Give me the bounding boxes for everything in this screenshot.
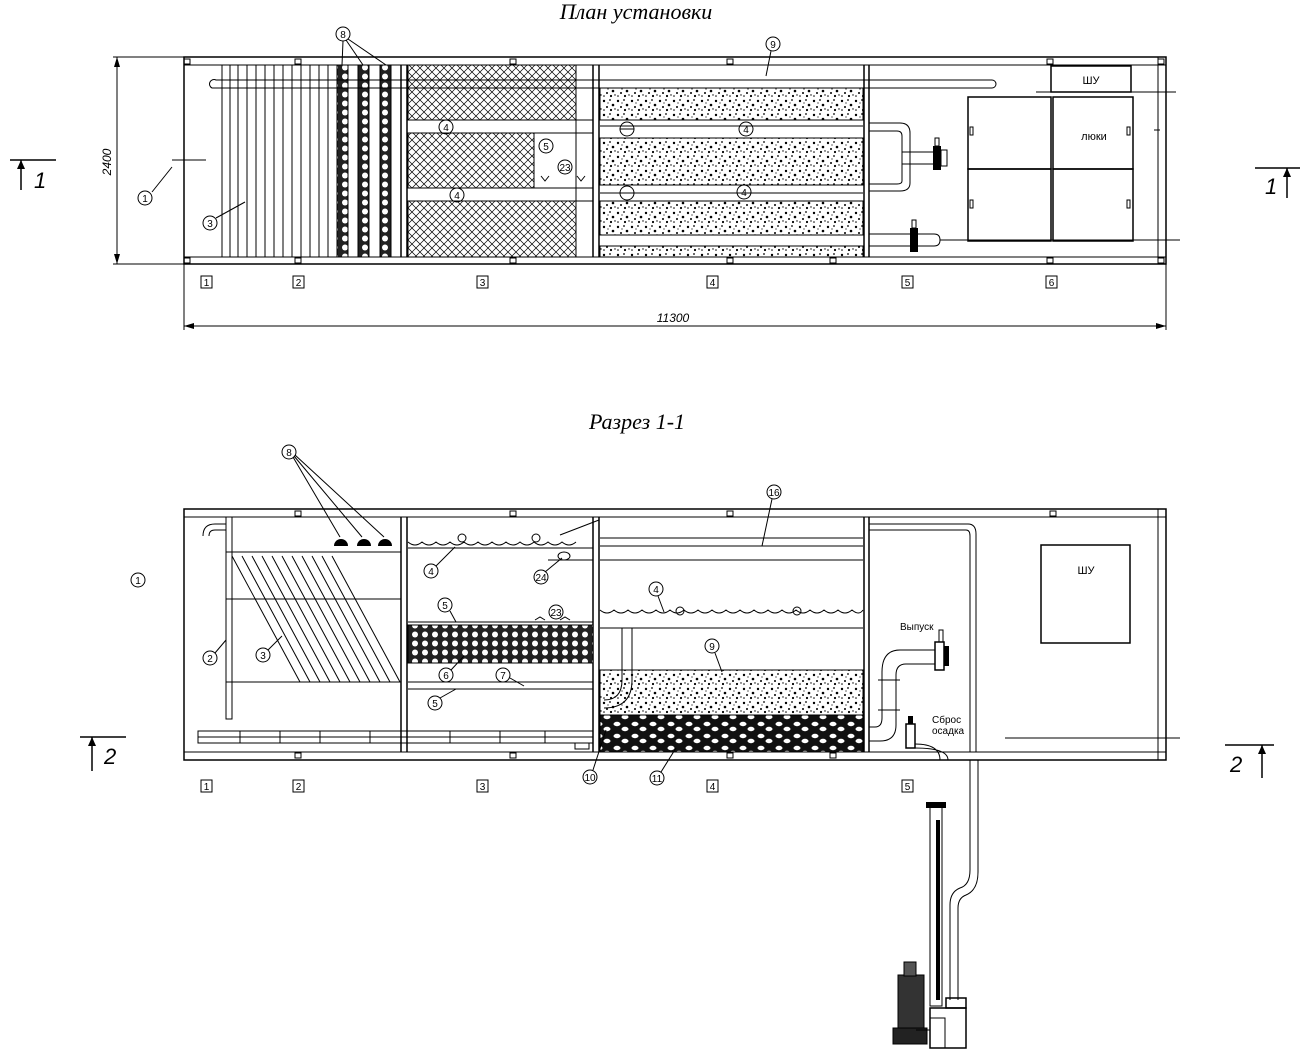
section-callout-2: 2 bbox=[207, 654, 213, 665]
plan-callout-4b: 4 bbox=[454, 191, 460, 202]
section-view bbox=[183, 508, 1180, 1049]
plan-zone-1: 1 bbox=[204, 278, 210, 289]
sludge-label-2: осадка bbox=[932, 726, 965, 737]
section-callout-4a: 4 bbox=[428, 567, 434, 578]
filter-cartridges bbox=[336, 64, 392, 258]
section-mark-1-left-label: 1 bbox=[34, 168, 46, 193]
section-callouts: 1 2 3 8 4 24 5 23 6 7 5 4 bbox=[130, 444, 782, 786]
width-dimension: 2400 bbox=[100, 148, 114, 176]
section-zone-3: 3 bbox=[480, 782, 486, 793]
section-zone-4: 4 bbox=[710, 782, 716, 793]
frame-blocks bbox=[183, 58, 1165, 264]
section-callout-5b: 5 bbox=[432, 699, 438, 710]
section-mark-1-right-label: 1 bbox=[1265, 174, 1277, 199]
section-callout-6: 6 bbox=[443, 671, 449, 682]
plan-callouts: 1 3 8 4 4 5 23 4 4 9 bbox=[137, 26, 781, 231]
section-callout-5a: 5 bbox=[442, 601, 448, 612]
section-mark-2-left-label: 2 bbox=[103, 744, 116, 769]
plan-callout-3: 3 bbox=[207, 219, 213, 230]
section-mark-2-right: 2 bbox=[1225, 744, 1274, 778]
section-mark-1-left: 1 bbox=[10, 159, 56, 193]
length-dimension: 11300 bbox=[657, 311, 690, 325]
sludge-label-1: Сброс bbox=[932, 714, 961, 726]
plan-view: ШУ люки 2400 11300 bbox=[100, 56, 1180, 330]
plan-callout-4c: 4 bbox=[743, 125, 749, 136]
section-title: Разрез 1-1 bbox=[588, 409, 685, 434]
plan-callout-4a: 4 bbox=[443, 123, 449, 134]
outlet-label: Выпуск bbox=[900, 622, 934, 633]
plan-zone-4: 4 bbox=[710, 278, 716, 289]
plan-hatches-label: люки bbox=[1081, 131, 1107, 143]
section-callout-23: 23 bbox=[550, 608, 562, 619]
section-zone-5: 5 bbox=[905, 782, 911, 793]
section-callout-9: 9 bbox=[709, 642, 715, 653]
section-callout-4b: 4 bbox=[653, 585, 659, 596]
section-zone-2: 2 bbox=[296, 782, 302, 793]
plate-pack bbox=[229, 65, 329, 257]
plan-shu-label: ШУ bbox=[1082, 75, 1100, 87]
section-zone-1: 1 bbox=[204, 782, 210, 793]
section-callout-8: 8 bbox=[286, 448, 292, 459]
section-frame-blocks bbox=[294, 510, 1057, 759]
plan-callout-5: 5 bbox=[543, 142, 549, 153]
section-zone-numbers: 1 2 3 4 5 bbox=[200, 779, 914, 793]
section-callout-3: 3 bbox=[260, 651, 266, 662]
section-mark-1-right: 1 bbox=[1255, 167, 1300, 199]
section-mark-2-left: 2 bbox=[80, 736, 126, 771]
plan-callout-4d: 4 bbox=[741, 188, 747, 199]
section-callout-10: 10 bbox=[584, 773, 596, 784]
section-shu-label: ШУ bbox=[1077, 565, 1095, 577]
hatch-panels bbox=[967, 65, 1176, 242]
mesh-blocks bbox=[407, 64, 593, 258]
plan-callout-23: 23 bbox=[559, 163, 571, 174]
plan-zone-6: 6 bbox=[1049, 278, 1055, 289]
section-callout-1: 1 bbox=[135, 576, 141, 587]
plan-zone-5: 5 bbox=[905, 278, 911, 289]
plan-zone-numbers: 1 2 3 4 5 6 bbox=[200, 275, 1058, 289]
pump-assembly bbox=[892, 760, 979, 1049]
section-callout-11: 11 bbox=[652, 774, 663, 785]
section-callout-24: 24 bbox=[535, 573, 547, 584]
inclined-plates bbox=[231, 555, 401, 683]
section-callout-16: 16 bbox=[768, 488, 780, 499]
plan-title: План установки bbox=[559, 0, 713, 24]
plan-zone-3: 3 bbox=[480, 278, 486, 289]
plan-zone-2: 2 bbox=[296, 278, 302, 289]
section-callout-7: 7 bbox=[500, 671, 506, 682]
gravel-beds bbox=[599, 87, 864, 258]
plan-callout-8: 8 bbox=[340, 30, 346, 41]
section-mark-2-right-label: 2 bbox=[1229, 752, 1242, 777]
plan-callout-1: 1 bbox=[142, 194, 148, 205]
plan-callout-9: 9 bbox=[770, 40, 776, 51]
